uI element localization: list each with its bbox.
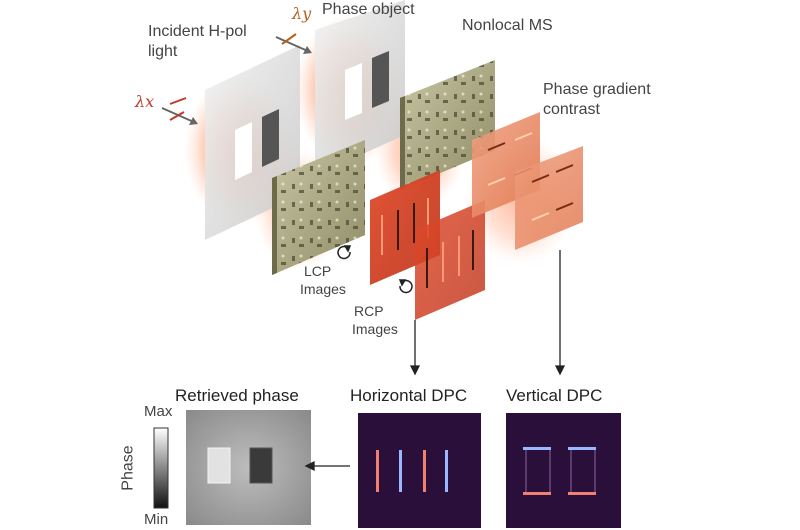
- metasurface-back: [400, 60, 495, 190]
- vertical-dpc-image: [506, 413, 621, 528]
- lcp-label: LCP Images: [300, 263, 346, 297]
- horizontal-dpc-image: [358, 413, 481, 528]
- phase-object-label: Phase object: [322, 1, 415, 18]
- colorbar-axis-label: Phase: [119, 445, 137, 491]
- retrieved-phase-label: Retrieved phase: [175, 386, 299, 405]
- lcp-circle-icon: [337, 245, 352, 260]
- colorbar: [153, 427, 169, 509]
- lambda-x-label: λx: [135, 92, 155, 111]
- lambda-y-label: λy: [292, 4, 312, 23]
- arrow-to-retrieved-phase: [304, 460, 350, 472]
- lambda-y-arrow: [275, 33, 312, 54]
- colorbar-min-label: Min: [144, 511, 169, 528]
- vertical-dpc-label: Vertical DPC: [506, 386, 603, 405]
- rcp-label: RCP Images: [352, 303, 398, 337]
- phase-gradient-panel-2: [515, 146, 583, 250]
- metasurface-front: [272, 140, 365, 275]
- rcp-circle-icon: [398, 279, 413, 294]
- incident-light-label: Incident H-pol light: [148, 23, 247, 60]
- nonlocal-ms-label: Nonlocal MS: [462, 17, 553, 34]
- phase-object-plate: [315, 0, 405, 175]
- colorbar-max-label: Max: [144, 403, 173, 420]
- lambda-x-arrow: [161, 97, 198, 125]
- phase-gradient-label: Phase gradient contrast: [543, 81, 651, 118]
- retrieved-phase-image: [186, 410, 311, 525]
- arrow-to-horizontal-dpc: [409, 320, 421, 376]
- rcp-panel: [415, 200, 485, 320]
- horizontal-dpc-label: Horizontal DPC: [350, 386, 468, 405]
- arrow-to-vertical-dpc: [554, 250, 566, 376]
